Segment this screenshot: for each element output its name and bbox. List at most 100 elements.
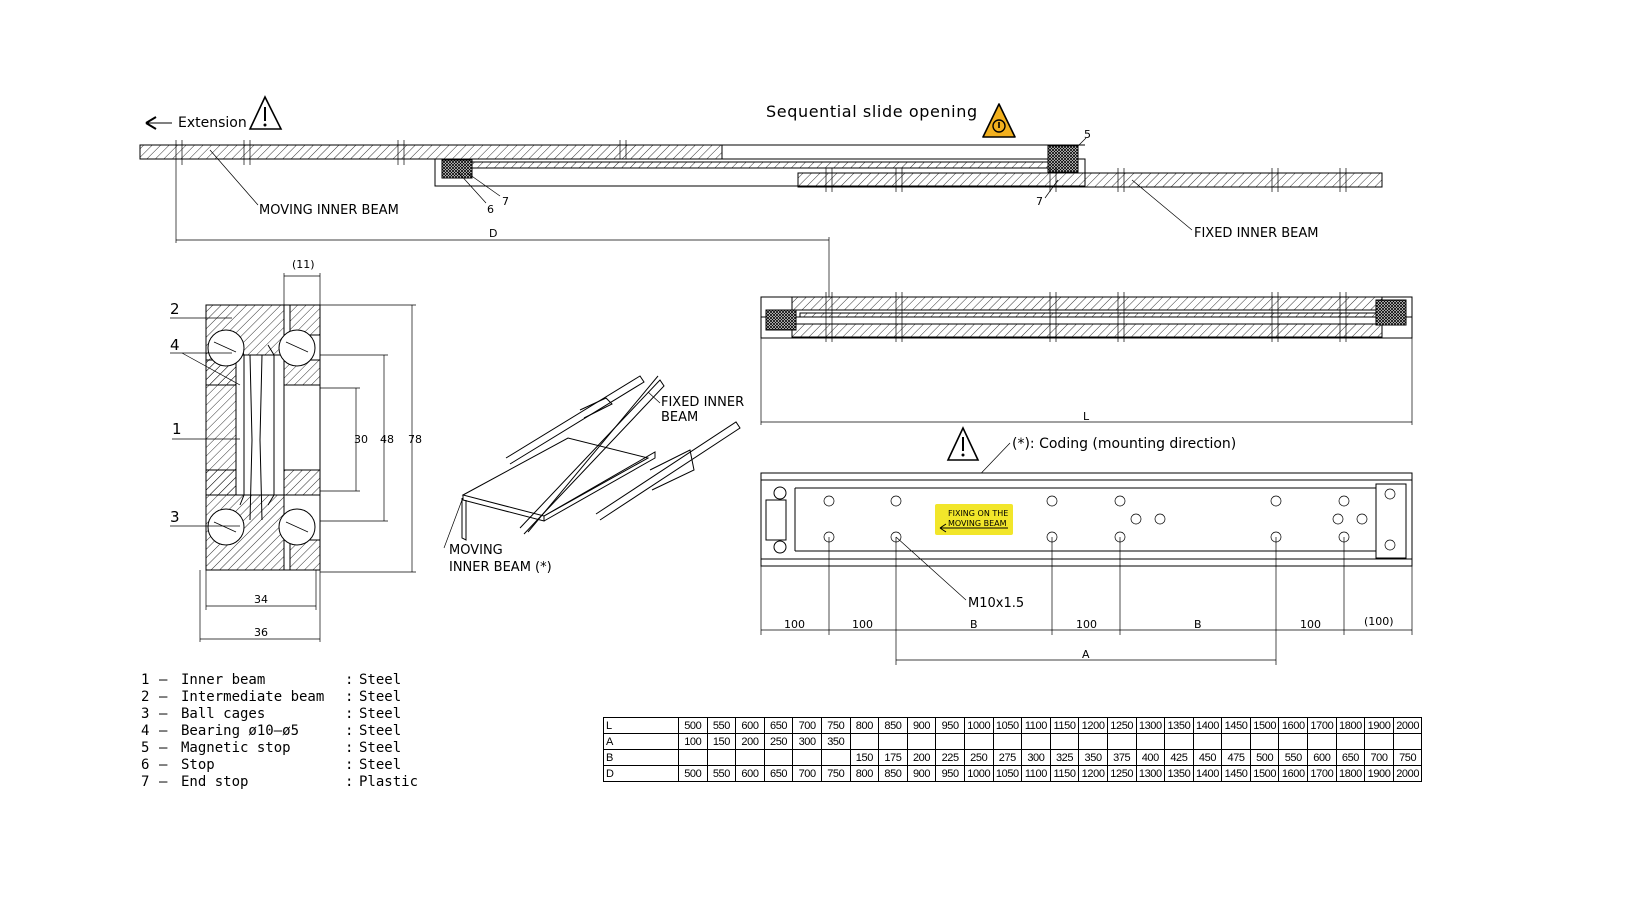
table-cell: 300 bbox=[792, 733, 822, 750]
table-cell: 1200 bbox=[1078, 765, 1108, 782]
table-cell bbox=[792, 749, 822, 766]
legend-num: 6 bbox=[141, 757, 150, 773]
table-cell bbox=[706, 749, 737, 766]
extension-label: Extension bbox=[178, 115, 247, 131]
table-cell: 250 bbox=[763, 733, 794, 750]
table-cell bbox=[678, 749, 708, 766]
mounting-holes bbox=[823, 488, 1396, 551]
warning-triangle-icon bbox=[946, 426, 980, 461]
row-label: A bbox=[603, 733, 679, 750]
legend-row: 3—Ball cages:Steel bbox=[141, 706, 402, 722]
dim-bottom-6: 100 bbox=[1300, 618, 1321, 631]
legend-name: Inner beam bbox=[181, 672, 266, 688]
table-cell: 1250 bbox=[1106, 765, 1137, 782]
legend-material: Steel bbox=[359, 672, 402, 688]
table-cell: 2000 bbox=[1392, 765, 1423, 782]
dim-bottom-2: 100 bbox=[852, 618, 873, 631]
table-cell: 900 bbox=[906, 717, 937, 734]
table-cell: 1000 bbox=[963, 765, 994, 782]
legend-num: 2 bbox=[141, 689, 150, 705]
table-cell: 1500 bbox=[1249, 765, 1280, 782]
iso-fixed-label-2: BEAM bbox=[661, 410, 698, 425]
table-cell: 450 bbox=[1192, 749, 1223, 766]
table-cell: 1700 bbox=[1307, 765, 1337, 782]
iso-moving-label-1: MOVING bbox=[449, 543, 503, 558]
table-cell: 1600 bbox=[1278, 765, 1309, 782]
table-cell bbox=[1192, 733, 1223, 750]
table-cell bbox=[935, 733, 965, 750]
table-cell bbox=[820, 749, 851, 766]
table-cell: 650 bbox=[763, 717, 794, 734]
table-cell: 350 bbox=[1078, 749, 1108, 766]
table-cell: 150 bbox=[706, 733, 737, 750]
table-cell: 1700 bbox=[1307, 717, 1337, 734]
iso-fixed-label-1: FIXED INNER bbox=[661, 395, 744, 410]
dim-34: 34 bbox=[254, 593, 268, 606]
table-cell: 1600 bbox=[1278, 717, 1309, 734]
table-cell: 550 bbox=[706, 765, 737, 782]
cs-callout-1: 1 bbox=[172, 420, 182, 438]
table-cell bbox=[906, 733, 937, 750]
dim-bottom-7: (100) bbox=[1364, 615, 1394, 628]
dim-A: A bbox=[1082, 648, 1090, 661]
legend-row: 4—Bearing ø10–ø5:Steel bbox=[141, 723, 402, 739]
table-cell: 325 bbox=[1049, 749, 1080, 766]
table-cell: 900 bbox=[906, 765, 937, 782]
table-cell: 750 bbox=[1392, 749, 1423, 766]
legend-name: Intermediate beam bbox=[181, 689, 325, 705]
table-cell: 1000 bbox=[963, 717, 994, 734]
table-cell: 850 bbox=[878, 717, 908, 734]
callout-5: 5 bbox=[1084, 128, 1091, 141]
table-cell: 650 bbox=[1335, 749, 1366, 766]
callout-6: 6 bbox=[487, 203, 494, 216]
table-cell: 175 bbox=[878, 749, 908, 766]
fixed-inner-beam-label: FIXED INNER BEAM bbox=[1194, 226, 1318, 241]
magnetic-stop bbox=[1047, 145, 1079, 173]
table-cell bbox=[1278, 733, 1309, 750]
side-view-closed bbox=[760, 292, 1413, 342]
parts-legend: 1—Inner beam:Steel 2—Intermediate beam:S… bbox=[141, 672, 418, 791]
table-cell: 1150 bbox=[1049, 765, 1080, 782]
table-cell bbox=[1221, 733, 1251, 750]
table-cell: 475 bbox=[1221, 749, 1251, 766]
table-cell: 800 bbox=[849, 765, 880, 782]
legend-material: Steel bbox=[359, 689, 402, 705]
table-cell bbox=[849, 733, 880, 750]
legend-num: 1 bbox=[141, 672, 150, 688]
table-cell: 550 bbox=[706, 717, 737, 734]
row-label: L bbox=[603, 717, 679, 734]
cs-label-11: (11) bbox=[292, 258, 315, 271]
legend-row: 6—Stop:Steel bbox=[141, 757, 402, 773]
table-cell: 700 bbox=[1364, 749, 1394, 766]
callout-7-right: 7 bbox=[1036, 195, 1043, 208]
table-cell: 850 bbox=[878, 765, 908, 782]
table-cell: 1800 bbox=[1335, 765, 1366, 782]
table-cell: 500 bbox=[678, 717, 708, 734]
fixing-sticker: FIXING ON THE MOVING BEAM bbox=[935, 504, 1013, 535]
dim-48: 48 bbox=[380, 433, 394, 446]
table-cell: 200 bbox=[735, 733, 765, 750]
table-cell: 1250 bbox=[1106, 717, 1137, 734]
fixed-inner-beam-top bbox=[797, 172, 1383, 188]
table-cell: 375 bbox=[1106, 749, 1137, 766]
table-cell: 200 bbox=[906, 749, 937, 766]
cs-callout-2: 2 bbox=[170, 300, 180, 318]
table-cell: 1800 bbox=[1335, 717, 1366, 734]
cross-section bbox=[205, 304, 321, 571]
table-cell bbox=[1307, 733, 1337, 750]
table-cell: 1100 bbox=[1021, 765, 1051, 782]
table-cell: 1350 bbox=[1164, 717, 1194, 734]
table-cell: 1350 bbox=[1164, 765, 1194, 782]
cs-callout-3: 3 bbox=[170, 508, 180, 526]
dim-36: 36 bbox=[254, 626, 268, 639]
legend-row: 1—Inner beam:Steel bbox=[141, 672, 402, 688]
legend-material: Steel bbox=[359, 757, 402, 773]
table-cell: 250 bbox=[963, 749, 994, 766]
warning-triangle-icon bbox=[248, 95, 283, 130]
table-cell: 1100 bbox=[1021, 717, 1051, 734]
table-cell bbox=[1049, 733, 1080, 750]
